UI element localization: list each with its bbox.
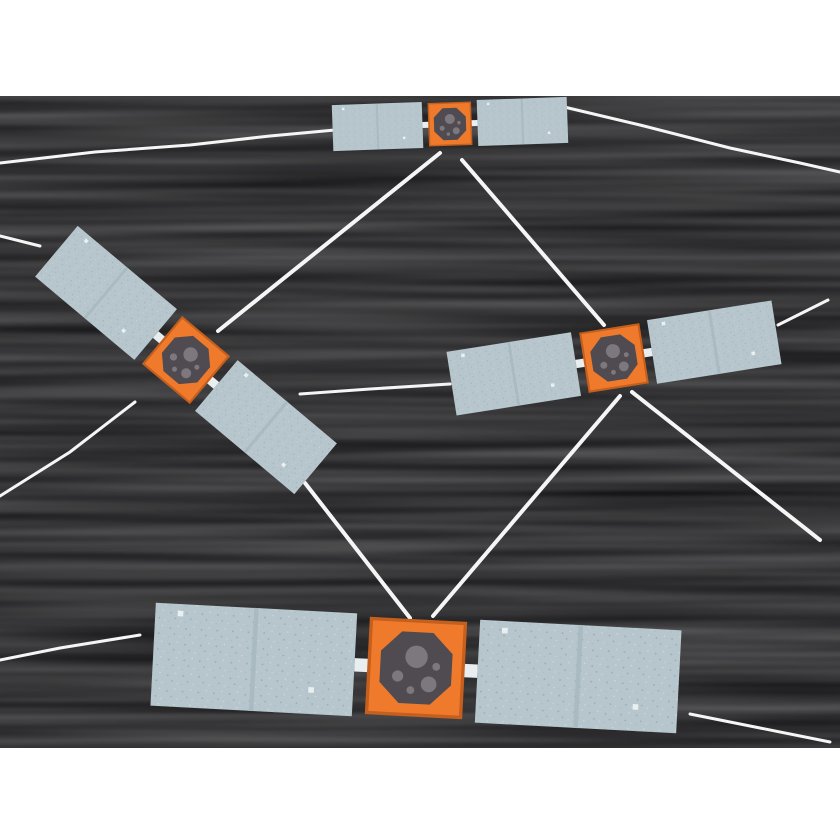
orbit-line-bottom-left xyxy=(0,633,142,662)
link-top-right xyxy=(460,158,606,327)
solar-panel-right xyxy=(646,300,782,384)
orbit-line-top-left xyxy=(0,128,337,165)
solar-panel-left xyxy=(150,602,358,717)
link-left-bottom xyxy=(303,481,412,620)
panel-arm-right xyxy=(470,120,478,127)
solar-panel-left xyxy=(35,225,177,360)
satellite-bottom xyxy=(150,602,682,734)
solar-panel-left xyxy=(331,101,424,152)
satellite-icon xyxy=(446,300,782,416)
panel-arm-left xyxy=(575,358,587,369)
satellite-icon xyxy=(331,96,569,152)
solar-panel-right xyxy=(195,360,337,495)
satellite-icon xyxy=(35,225,337,495)
communication-links xyxy=(216,151,822,620)
satellite-left xyxy=(35,225,337,495)
orbit-line-left-upper xyxy=(0,234,42,248)
link-right-outward xyxy=(630,390,822,542)
link-right-bottom xyxy=(431,394,622,618)
space-background xyxy=(0,96,840,748)
panel-arm-left xyxy=(422,121,430,128)
satellite-body xyxy=(141,315,231,405)
orbit-line-right xyxy=(776,298,830,327)
satellite-body xyxy=(579,323,649,393)
satellite-top xyxy=(331,96,569,152)
satellite-body xyxy=(427,101,473,147)
orbit-line-left-lower xyxy=(0,400,137,498)
satellite-body xyxy=(364,616,468,720)
orbit-line-top-right xyxy=(558,104,840,174)
solar-panel-left xyxy=(446,332,582,416)
panel-arm-right xyxy=(461,663,478,678)
panel-arm-right xyxy=(641,347,653,358)
orbit-lines xyxy=(0,104,840,744)
orbit-line-bottom-right xyxy=(688,712,832,744)
satellite-icon xyxy=(150,602,682,734)
solar-panel-right xyxy=(476,96,569,147)
link-top-left xyxy=(216,151,442,333)
panel-arm-left xyxy=(354,658,371,673)
solar-panel-right xyxy=(474,619,682,734)
orbit-line-middle xyxy=(298,382,452,396)
satellite-right xyxy=(446,300,782,416)
